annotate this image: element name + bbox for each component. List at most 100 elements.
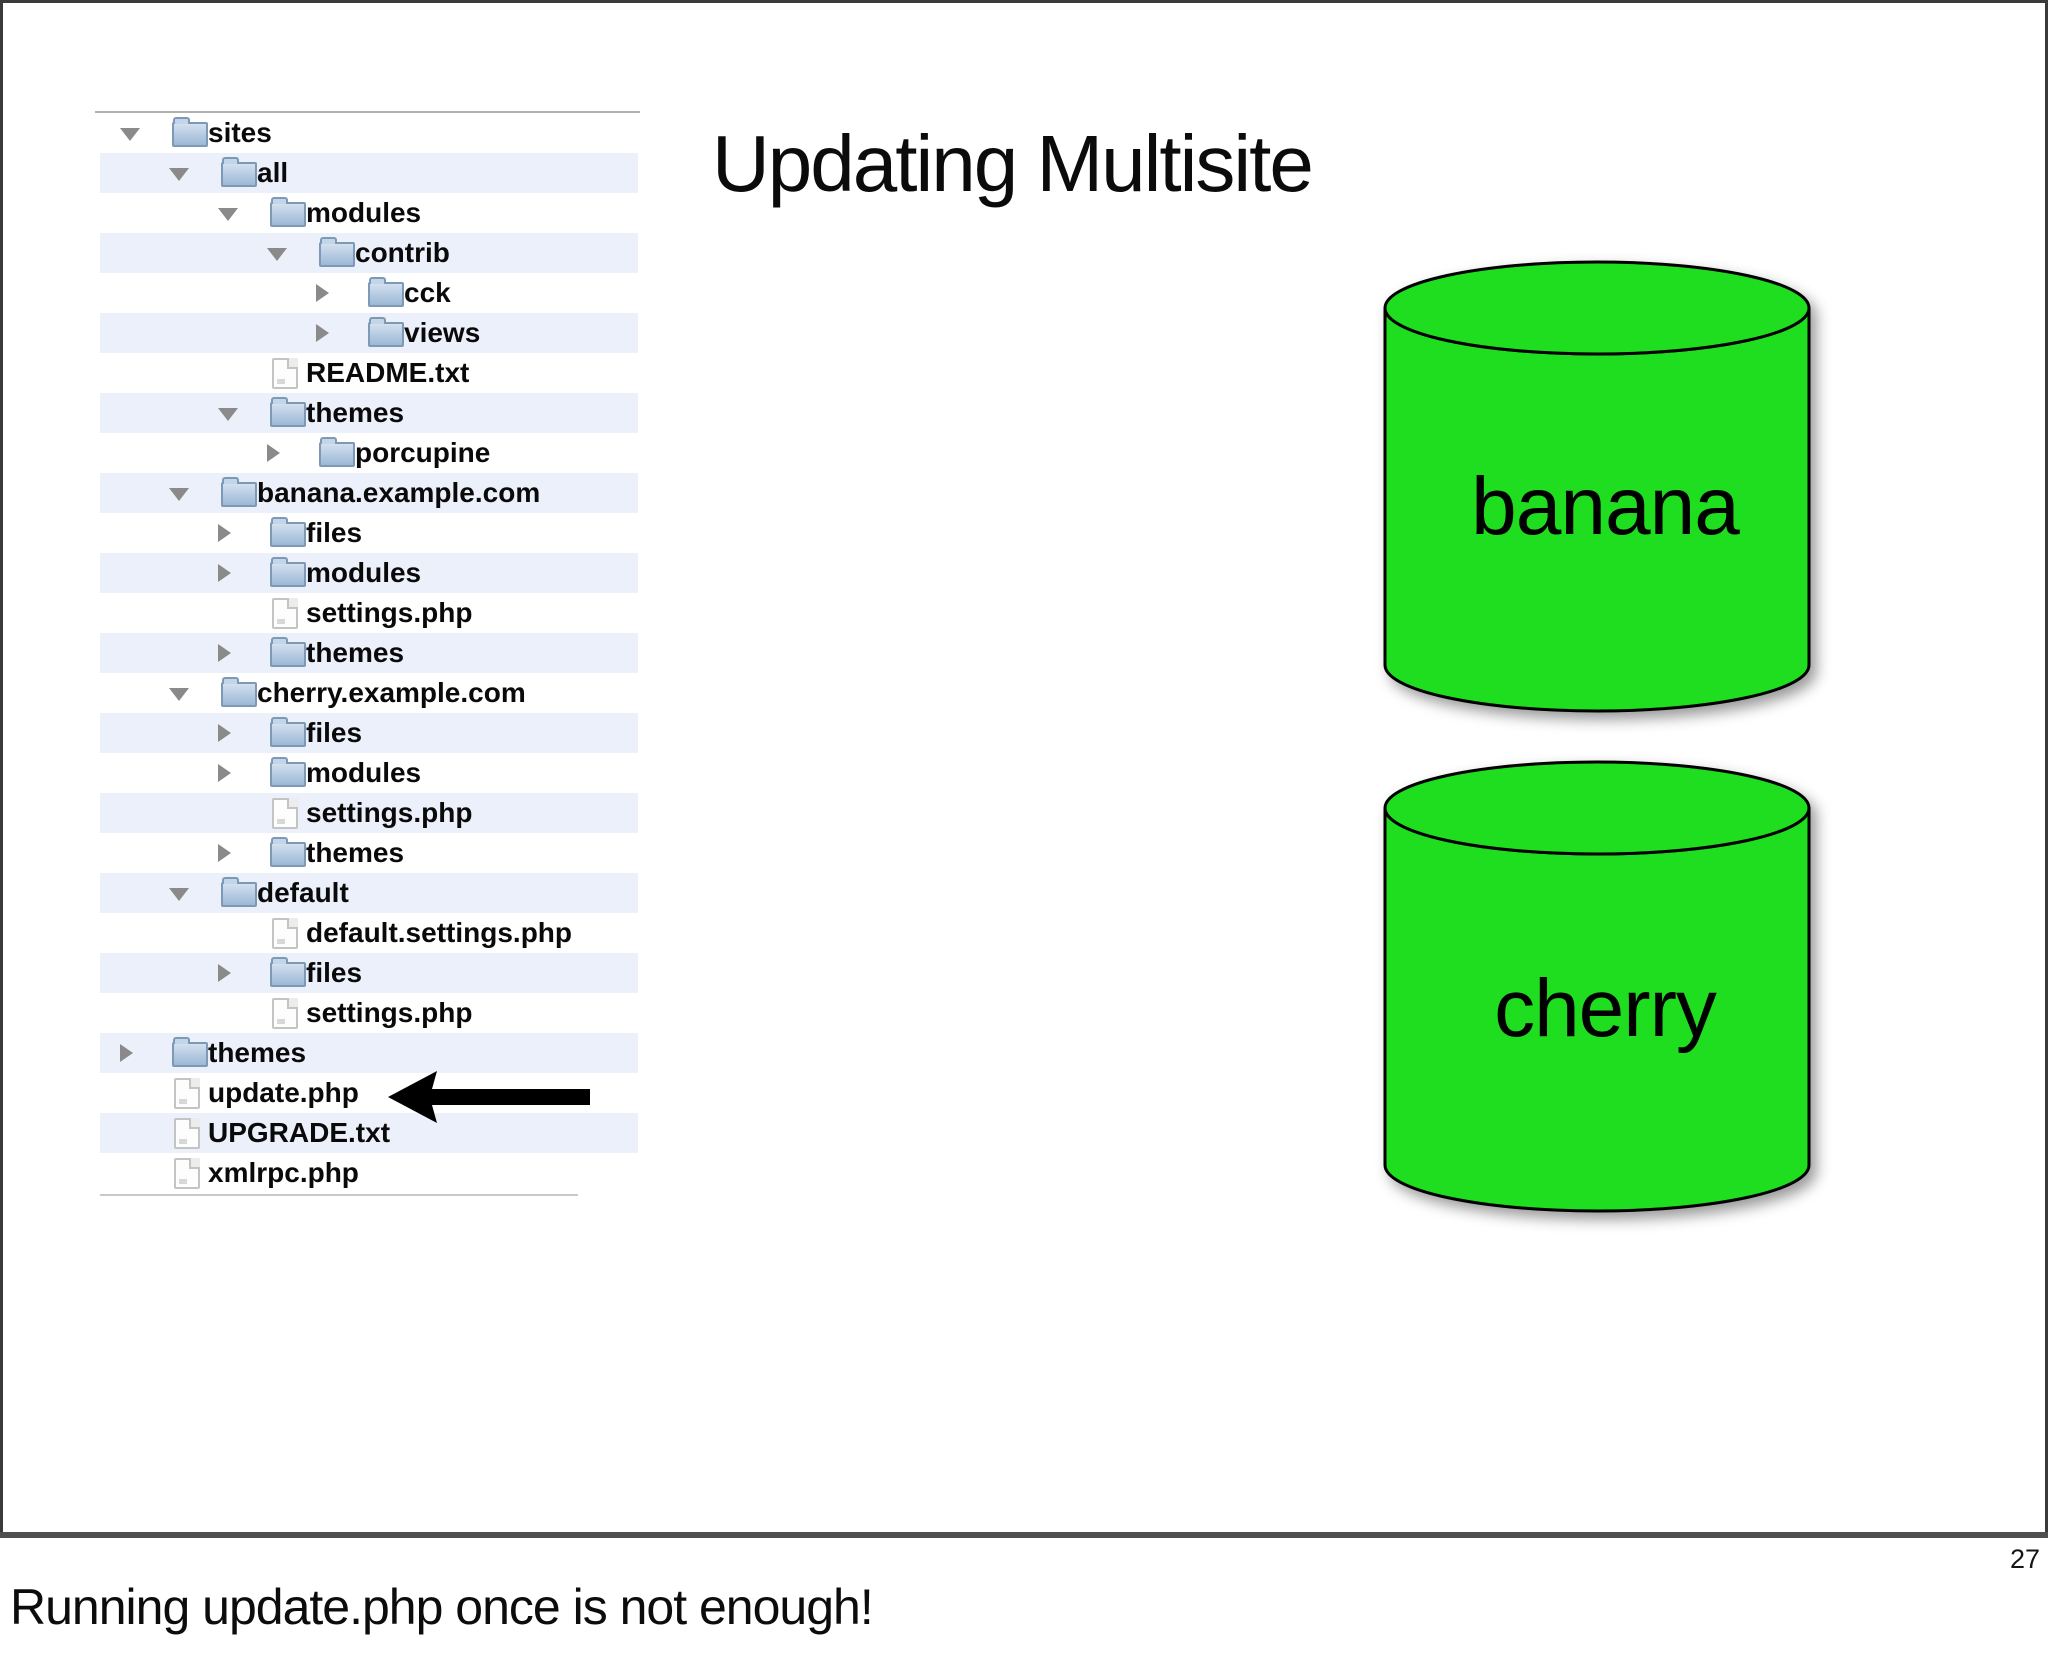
tree-bottom-border (100, 1194, 578, 1196)
tree-row[interactable]: themes (100, 1033, 638, 1073)
folder-icon (270, 757, 306, 787)
folder-icon (172, 117, 208, 147)
folder-icon (270, 517, 306, 547)
database-label-cherry: cherry (1494, 963, 1717, 1054)
tree-row-label: README.txt (306, 357, 470, 388)
disclosure-triangle-collapsed-icon[interactable] (218, 844, 231, 862)
tree-row[interactable]: files (100, 953, 638, 993)
tree-row[interactable]: themes (100, 833, 638, 873)
disclosure-triangle-expanded-icon[interactable] (169, 488, 189, 501)
disclosure-triangle-collapsed-icon[interactable] (218, 764, 231, 782)
cylinder-top (1383, 260, 1811, 356)
folder-icon (270, 197, 306, 227)
tree-row[interactable]: cck (100, 273, 638, 313)
disclosure-triangle-expanded-icon[interactable] (169, 168, 189, 181)
tree-row-label: settings.php (306, 597, 473, 628)
tree-row[interactable]: settings.php (100, 793, 638, 833)
tree-row-label: sites (208, 117, 272, 148)
tree-row[interactable]: settings.php (100, 993, 638, 1033)
disclosure-triangle-collapsed-icon[interactable] (218, 524, 231, 542)
database-cylinder-banana (1375, 255, 1835, 725)
slide-border-bottom (0, 1532, 2048, 1538)
tree-row-label: themes (208, 1037, 307, 1068)
disclosure-triangle-collapsed-icon[interactable] (218, 564, 231, 582)
cylinder-top (1383, 760, 1811, 856)
tree-row-label: all (257, 157, 289, 188)
folder-icon (270, 637, 306, 667)
disclosure-triangle-collapsed-icon[interactable] (316, 324, 329, 342)
slide-border-top (0, 0, 2048, 3)
tree-row[interactable]: porcupine (100, 433, 638, 473)
left-arrow-shape (388, 1071, 590, 1123)
disclosure-triangle-collapsed-icon[interactable] (120, 1044, 133, 1062)
slide-border-right (2045, 0, 2048, 1536)
tree-row[interactable]: update.php (100, 1073, 638, 1113)
disclosure-triangle-expanded-icon[interactable] (169, 688, 189, 701)
file-icon (272, 998, 298, 1029)
tree-row[interactable]: files (100, 713, 638, 753)
tree-row[interactable]: modules (100, 753, 638, 793)
disclosure-triangle-expanded-icon[interactable] (218, 208, 238, 221)
tree-row-label: default (257, 877, 349, 908)
file-icon (272, 358, 298, 389)
tree-row-label: cherry.example.com (257, 677, 526, 708)
disclosure-triangle-collapsed-icon[interactable] (218, 964, 231, 982)
tree-row[interactable]: README.txt (100, 353, 638, 393)
folder-icon (221, 157, 257, 187)
file-icon (272, 598, 298, 629)
folder-icon (270, 717, 306, 747)
tree-row[interactable]: default (100, 873, 638, 913)
folder-icon (270, 557, 306, 587)
tree-row-label: banana.example.com (257, 477, 541, 508)
disclosure-triangle-collapsed-icon[interactable] (218, 724, 231, 742)
tree-row[interactable]: UPGRADE.txt (100, 1113, 638, 1153)
tree-row[interactable]: themes (100, 393, 638, 433)
tree-row[interactable]: settings.php (100, 593, 638, 633)
tree-row[interactable]: xmlrpc.php (100, 1153, 638, 1193)
folder-icon (319, 237, 355, 267)
tree-row[interactable]: contrib (100, 233, 638, 273)
tree-row[interactable]: default.settings.php (100, 913, 638, 953)
folder-icon (221, 677, 257, 707)
slide-border-left (0, 0, 3, 1536)
tree-row-label: themes (306, 637, 405, 668)
tree-row-label: settings.php (306, 797, 473, 828)
folder-icon (221, 877, 257, 907)
disclosure-triangle-expanded-icon[interactable] (169, 888, 189, 901)
tree-top-border (95, 111, 640, 113)
folder-icon (221, 477, 257, 507)
tree-row[interactable]: banana.example.com (100, 473, 638, 513)
disclosure-triangle-collapsed-icon[interactable] (267, 444, 280, 462)
tree-row-label: views (404, 317, 481, 348)
tree-row[interactable]: themes (100, 633, 638, 673)
disclosure-triangle-collapsed-icon[interactable] (316, 284, 329, 302)
database-cylinder-cherry (1375, 755, 1835, 1225)
disclosure-triangle-expanded-icon[interactable] (267, 248, 287, 261)
tree-row-label: update.php (208, 1077, 359, 1108)
page-number: 27 (2009, 1544, 2040, 1574)
tree-row[interactable]: modules (100, 193, 638, 233)
tree-row[interactable]: cherry.example.com (100, 673, 638, 713)
tree-row[interactable]: sites (100, 113, 638, 153)
slide-title: Updating Multisite (712, 119, 1314, 208)
tree-row[interactable]: modules (100, 553, 638, 593)
folder-icon (270, 397, 306, 427)
update-php-arrow-icon (388, 1071, 590, 1123)
tree-row[interactable]: files (100, 513, 638, 553)
tree-row-label: settings.php (306, 997, 473, 1028)
tree-row[interactable]: all (100, 153, 638, 193)
folder-icon (368, 277, 404, 307)
tree-row[interactable]: views (100, 313, 638, 353)
disclosure-triangle-expanded-icon[interactable] (218, 408, 238, 421)
tree-row-label: modules (306, 757, 422, 788)
disclosure-triangle-expanded-icon[interactable] (120, 128, 140, 141)
tree-row-label: files (306, 517, 363, 548)
folder-icon (270, 837, 306, 867)
folder-icon (368, 317, 404, 347)
file-icon (174, 1158, 200, 1189)
disclosure-triangle-collapsed-icon[interactable] (218, 644, 231, 662)
tree-row-label: files (306, 717, 363, 748)
tree-row-label: modules (306, 197, 422, 228)
file-icon (174, 1078, 200, 1109)
